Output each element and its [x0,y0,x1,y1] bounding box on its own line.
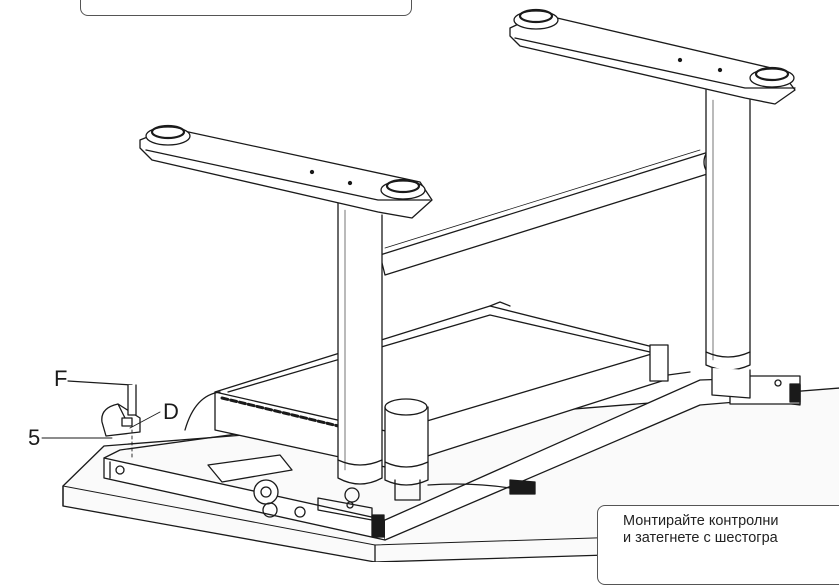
label-D: D [163,399,179,424]
note-line-2: и затегнете с шестогра [623,530,778,546]
leader-lines [41,411,161,459]
label-F: F [54,366,68,391]
control-box [207,454,293,518]
right-leg-column [705,89,751,399]
instruction-box-top [80,0,412,16]
right-foot [509,8,796,105]
hex-key-F [67,380,137,416]
label-5: 5 [28,425,41,450]
left-leg-column [337,199,383,503]
desk-assembly-drawing [41,8,839,562]
instruction-note: Монтирайте контролни и затегнете с шесто… [597,505,839,585]
upper-crossbar [379,149,721,276]
left-foot [139,124,433,219]
motor-cylinder [384,398,429,501]
crossbeam-housing [184,301,669,469]
note-line-1: Монтирайте контролни [623,513,779,529]
power-cable [427,479,536,495]
